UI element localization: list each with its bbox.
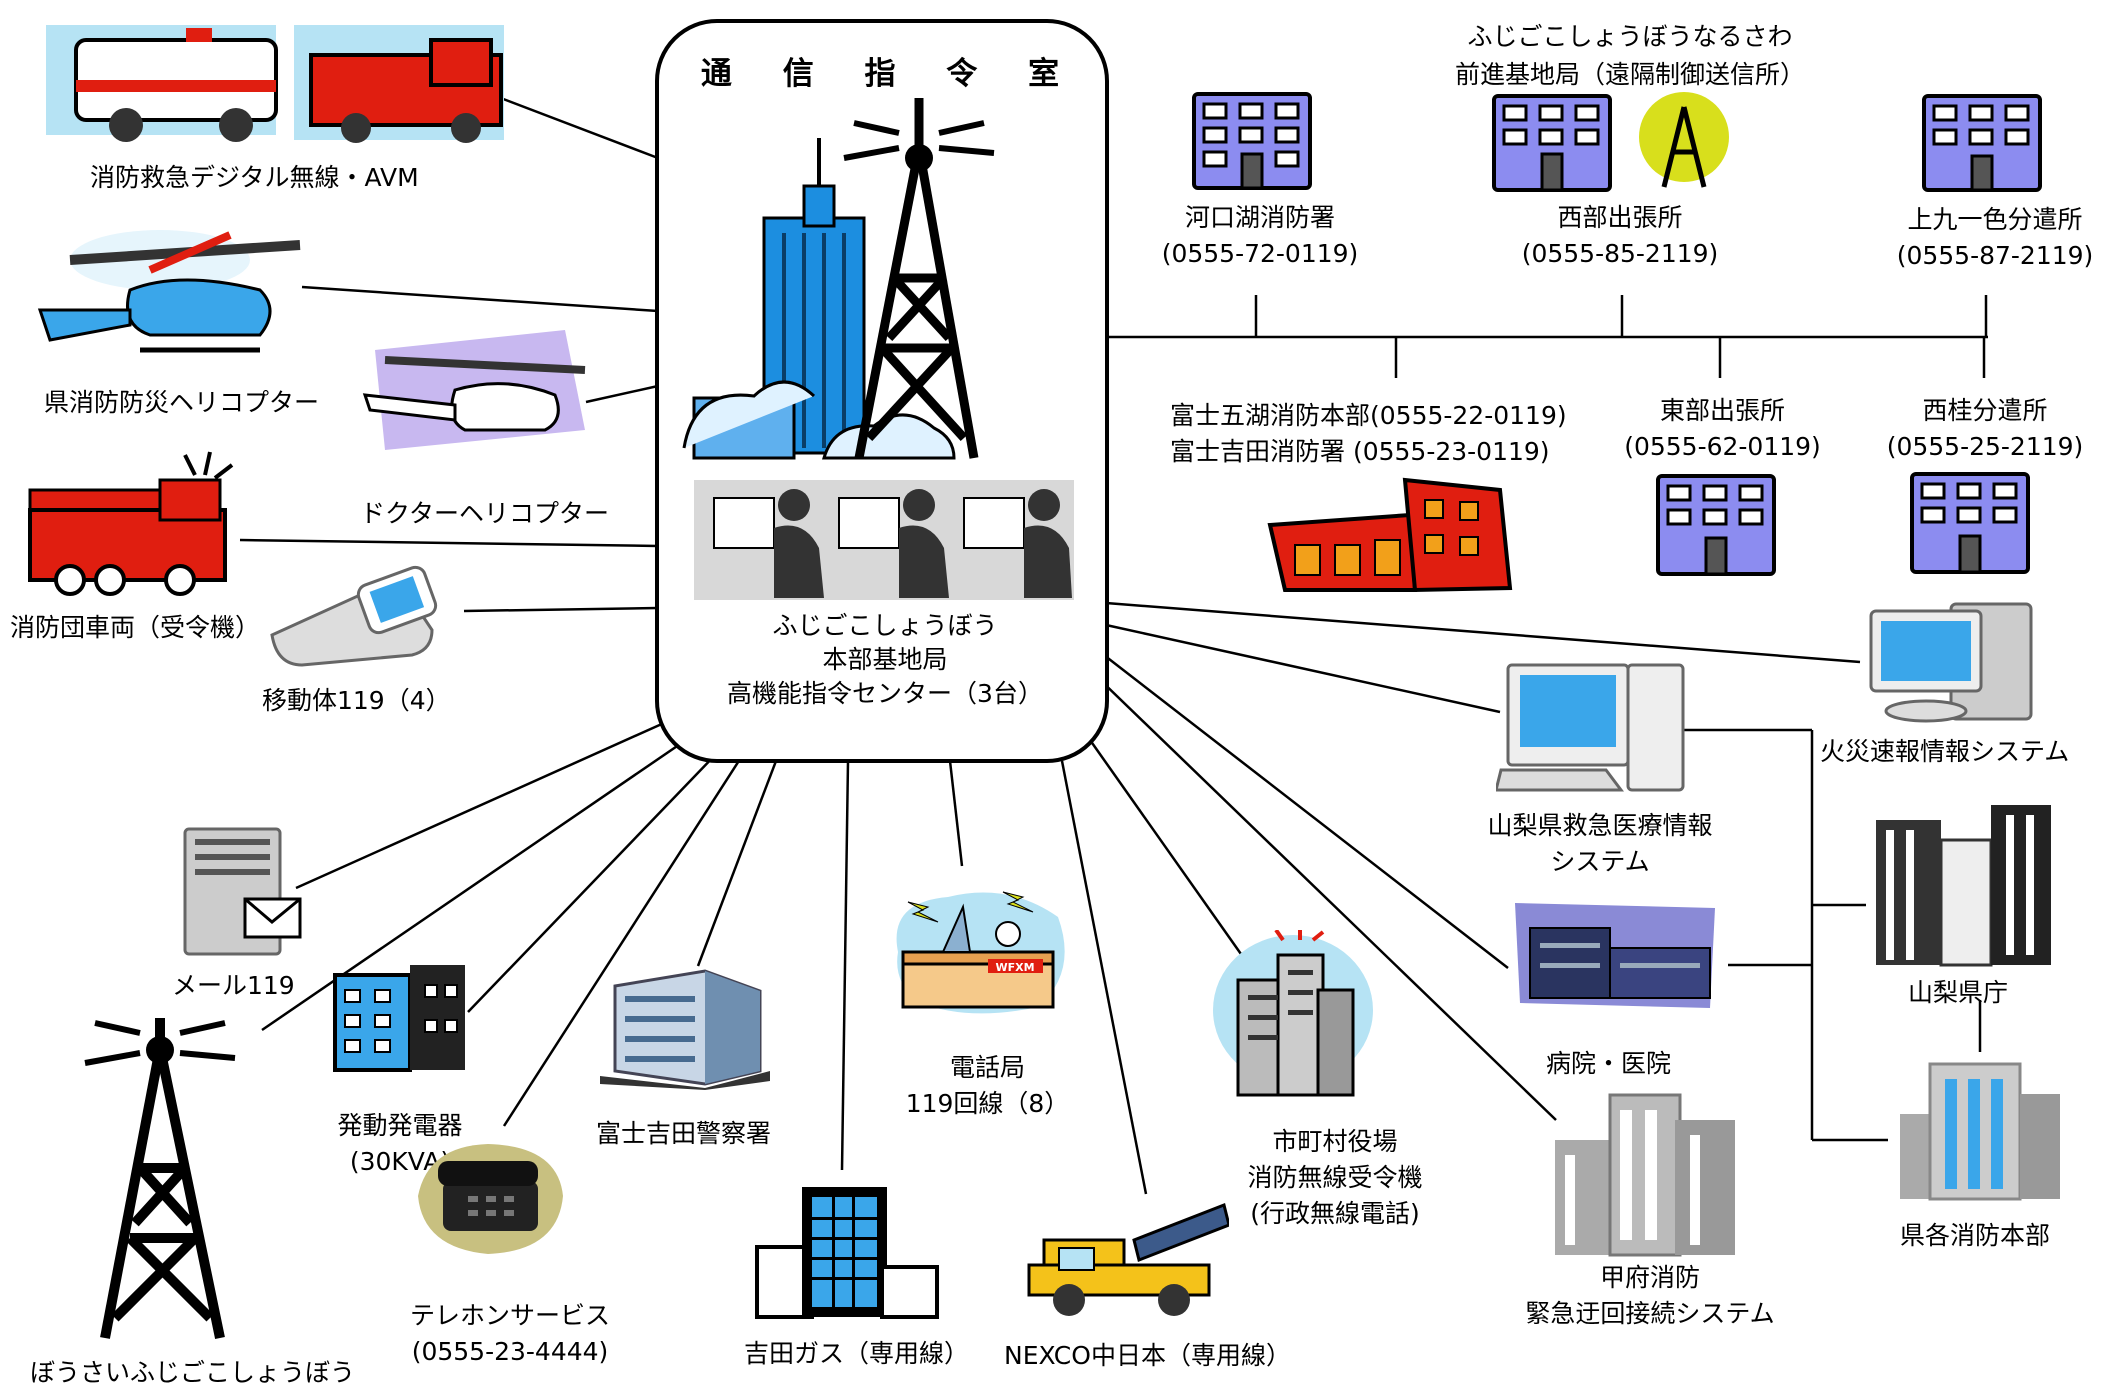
station-kawaguchiko: 河口湖消防署 (0555-72-0119) (1130, 200, 1390, 272)
helicopter-icon (37, 230, 301, 353)
municipal-line-3: (行政無線電話) (1250, 1199, 1420, 1228)
broadcast-tower-icon (84, 1018, 236, 1340)
narusawa-label: ふじごこしょうぼうなるさわ (1467, 22, 1793, 51)
mail-server-icon (183, 827, 302, 956)
pref-office-label: 山梨県庁 (1908, 978, 2009, 1007)
narusawa-base-station: ふじごこしょうぼうなるさわ 前進基地局（遠隔制御送信所） (1420, 18, 1840, 94)
telephone-office-line-1: 電話局 (949, 1053, 1025, 1082)
operators-icon (694, 480, 1074, 600)
kofu-line-1: 甲府消防 (1599, 1263, 1700, 1292)
generator-line-1: 発動発電器 (337, 1111, 463, 1140)
police-label: 富士吉田警察署 (596, 1119, 772, 1148)
doctor-heli-label: ドクターヘリコプター (360, 499, 610, 528)
fire-report-label: 火災速報情報システム (1820, 737, 2070, 766)
station-tel: (0555-72-0119) (1161, 239, 1359, 268)
fire-station-icon (1267, 477, 1513, 593)
municipal-office-icon (1213, 930, 1373, 1097)
radio-tower-icon (854, 98, 979, 459)
station-saikei: 西桂分遣所 (0555-25-2119) (1870, 393, 2100, 465)
radio-station-sign: WFXM (995, 961, 1034, 974)
tow-truck-icon (1027, 1202, 1229, 1316)
mail119-label: メール119 (172, 971, 295, 1000)
city-buildings-icon (1555, 1093, 1735, 1257)
station-tobu: 東部出張所 (0555-62-0119) (1600, 393, 1845, 465)
generator-building-icon (333, 965, 465, 1072)
station-name: 西部出張所 (1557, 203, 1683, 232)
emergency-med-label: 山梨県救急医療情報 システム (1450, 808, 1750, 880)
ambulance-firetruck-icon (46, 25, 504, 143)
building-tower-icon (1492, 92, 1729, 192)
mobile119-label: 移動体119（4） (262, 686, 451, 715)
municipal-line-1: 市町村役場 (1272, 1127, 1398, 1156)
building-icon (1922, 94, 2042, 192)
building-icon (1192, 92, 1312, 190)
skyscraper-icon (682, 138, 956, 460)
telephone-service-line-1: テレホンサービス (409, 1301, 610, 1330)
telephone-service-label: テレホンサービス (0555-23-4444) (400, 1298, 620, 1370)
station-name: 上九一色分遣所 (1907, 205, 2083, 234)
fire-corps-label: 消防団車両（受令機） (10, 613, 261, 642)
police-building-icon (600, 969, 770, 1090)
office-buildings-icon (1900, 1062, 2060, 1201)
telephone-office-label: 電話局 119回線（8） (895, 1050, 1080, 1122)
station-name: 西桂分遣所 (1922, 396, 2048, 425)
doctor-helicopter-icon (362, 330, 586, 450)
command-center-box (655, 19, 1109, 763)
telephone-service-line-2: (0555-23-4444) (411, 1337, 609, 1366)
center-line-1: ふじごこしょうぼう (772, 611, 998, 640)
honbu-line-2: 富士吉田消防署 (0555-23-0119) (1170, 437, 1550, 466)
bosai-label: ぼうさいふじごこしょうぼう (30, 1358, 356, 1387)
gas-company-icon (755, 1187, 939, 1319)
station-seibu: 西部出張所 (0555-85-2119) (1490, 200, 1750, 272)
station-kamikuisshiki: 上九一色分遣所 (0555-87-2119) (1880, 202, 2106, 274)
mobile-phone-icon (270, 565, 438, 667)
station-tel: (0555-87-2119) (1896, 241, 2094, 270)
station-name: 河口湖消防署 (1184, 203, 1335, 232)
building-icon (1656, 474, 1776, 576)
pref-heli-label: 県消防防災ヘリコプター (44, 388, 320, 417)
emergency-med-line-2: システム (1550, 847, 1650, 876)
station-tel: (0555-85-2119) (1521, 239, 1719, 268)
telephone-office-icon: WFXM (896, 891, 1065, 1014)
command-center-caption: ふじごこしょうぼう 本部基地局 高機能指令センター（3台） (660, 609, 1110, 711)
telephone-office-line-2: 119回線（8） (905, 1089, 1070, 1118)
nexco-label: NEXCO中日本（専用線） (1004, 1341, 1291, 1370)
desktop-pc-icon (1869, 602, 2033, 723)
municipal-label: 市町村役場 消防無線受令機 (行政無線電話) (1225, 1124, 1445, 1232)
gas-label: 吉田ガス（専用線） (744, 1339, 970, 1368)
kofu-label: 甲府消防 緊急迂回接続システム (1500, 1260, 1800, 1332)
forward-base-label: 前進基地局（遠隔制御送信所） (1454, 60, 1805, 89)
command-room-title: 通 信 指 令 室 (700, 56, 1080, 92)
municipal-line-2: 消防無線受令機 (1247, 1163, 1423, 1192)
station-tel: (0555-62-0119) (1624, 432, 1821, 461)
station-tel: (0555-25-2119) (1886, 432, 2084, 461)
hospital-icon (1515, 903, 1715, 1008)
center-line-3: 高機能指令センター（3台） (727, 679, 1043, 708)
prefectural-office-icon (1876, 805, 2051, 967)
center-line-2: 本部基地局 (822, 645, 948, 674)
fire-hq-label: 県各消防本部 (1900, 1221, 2051, 1250)
honbu-line-1: 富士五湖消防本部(0555-22-0119) (1170, 401, 1567, 430)
building-icon (1910, 472, 2030, 574)
emergency-med-line-1: 山梨県救急医療情報 (1487, 811, 1713, 840)
station-honbu: 富士五湖消防本部(0555-22-0119) 富士吉田消防署 (0555-23-… (1170, 398, 1567, 470)
medical-pc-icon (1496, 663, 1685, 792)
hospital-label: 病院・医院 (1546, 1049, 1672, 1078)
telephone-icon (418, 1144, 563, 1254)
kofu-line-2: 緊急迂回接続システム (1525, 1299, 1775, 1328)
fire-ladder-truck-icon (28, 451, 234, 596)
avm-label: 消防救急デジタル無線・AVM (90, 163, 419, 192)
station-name: 東部出張所 (1659, 396, 1785, 425)
